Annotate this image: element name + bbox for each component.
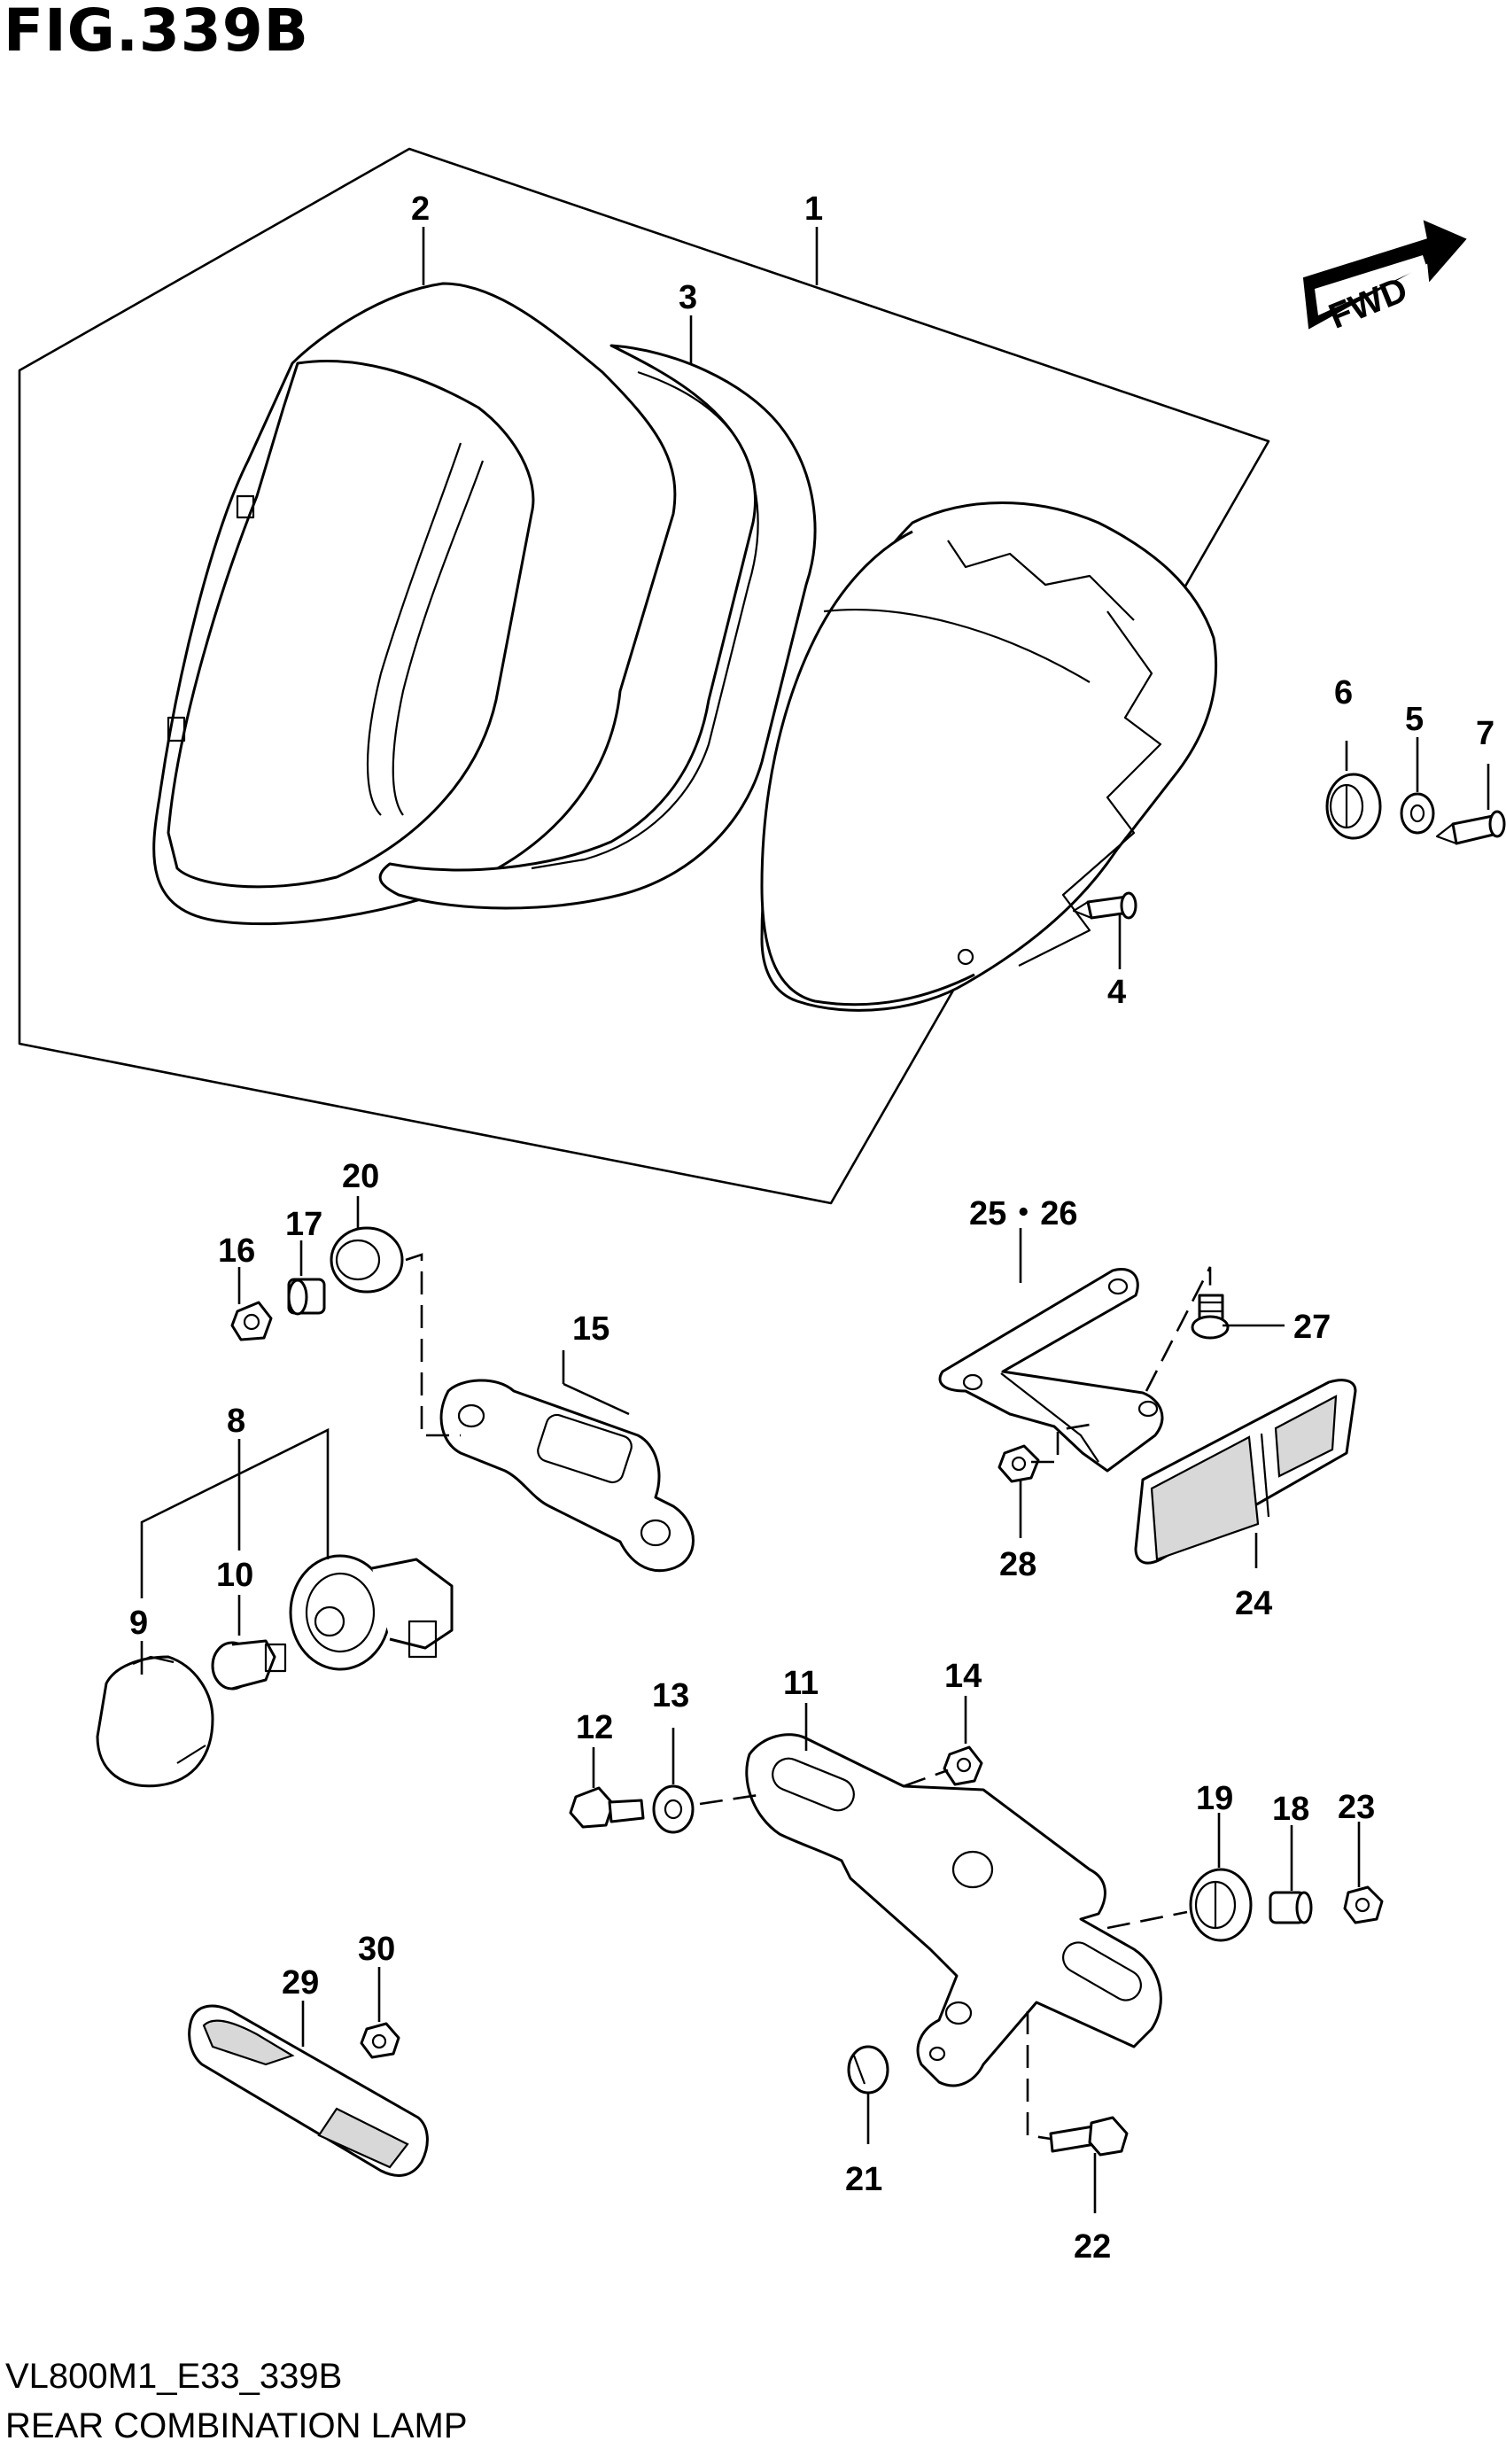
callout-6: 6 <box>1334 674 1353 711</box>
callout-17: 17 <box>285 1206 322 1243</box>
drawing-code: VL800M1_E33_339B <box>5 2357 343 2396</box>
part-12-bolt <box>569 1786 645 1829</box>
part-20-grommet <box>330 1226 404 1294</box>
part-9-lens <box>96 1655 214 1788</box>
part-25-26-bracket <box>938 1268 1164 1473</box>
part-2-lens-bezel <box>152 282 677 926</box>
part-13-washer <box>652 1784 695 1834</box>
part-16-nut <box>230 1301 273 1341</box>
callout-7: 7 <box>1476 715 1494 752</box>
callout-24: 24 <box>1235 1585 1272 1622</box>
callout-3: 3 <box>679 279 697 316</box>
part-28-nut <box>998 1444 1040 1483</box>
callout-19: 19 <box>1196 1780 1233 1817</box>
callout-9: 9 <box>129 1605 148 1642</box>
callout-4: 4 <box>1107 974 1126 1011</box>
callout-29: 29 <box>282 1964 319 2002</box>
callout-11: 11 <box>783 1665 819 1702</box>
part-19-grommet <box>1189 1868 1253 1942</box>
part-10-bulb <box>211 1639 287 1691</box>
callout-25-26: 25・26 <box>969 1195 1078 1232</box>
part-15-bracket <box>439 1379 695 1573</box>
part-22-bolt <box>1049 2116 1129 2157</box>
callout-1: 1 <box>804 190 823 228</box>
callout-2: 2 <box>411 190 430 228</box>
figure-caption: REAR COMBINATION LAMP <box>5 2406 468 2445</box>
callout-18: 18 <box>1272 1791 1309 1828</box>
callout-labels: 1 2 3 4 5 6 7 8 9 10 11 12 13 14 15 16 1… <box>129 190 1494 2266</box>
part-7-screw <box>1435 810 1506 845</box>
part-4-screw <box>1072 891 1137 920</box>
part-11-license-bracket <box>745 1733 1162 2087</box>
callout-30: 30 <box>358 1931 395 1968</box>
callout-10: 10 <box>216 1557 253 1594</box>
callout-8: 8 <box>227 1403 245 1440</box>
fwd-arrow-icon: FWD <box>1302 220 1467 337</box>
part-17-collar <box>287 1278 326 1316</box>
callout-5: 5 <box>1405 701 1424 738</box>
part-18-collar <box>1269 1891 1313 1924</box>
assembly-guide-lines <box>405 1253 1212 2141</box>
part-1-lamp-housing <box>760 501 1218 1012</box>
callout-12: 12 <box>576 1709 613 1746</box>
callout-15: 15 <box>572 1310 609 1348</box>
callout-14: 14 <box>944 1658 982 1695</box>
leader-lines <box>140 227 1490 2213</box>
callout-13: 13 <box>652 1677 689 1714</box>
callout-22: 22 <box>1074 2228 1111 2266</box>
part-3-gasket <box>378 344 817 910</box>
part-23-nut <box>1343 1885 1384 1924</box>
callout-28: 28 <box>999 1546 1036 1583</box>
figure-title: FIG.339B <box>4 0 309 65</box>
part-29-reflector <box>188 2004 429 2177</box>
part-30-nut <box>360 2022 400 2059</box>
part-8-socket <box>289 1554 454 1671</box>
callout-23: 23 <box>1338 1789 1375 1826</box>
callout-20: 20 <box>342 1158 379 1195</box>
part-6-grommet <box>1325 773 1382 840</box>
callout-16: 16 <box>218 1232 255 1270</box>
part-27-screw <box>1191 1294 1230 1340</box>
callout-27: 27 <box>1293 1309 1331 1346</box>
callout-21: 21 <box>845 2161 882 2198</box>
part-14-nut <box>943 1745 983 1786</box>
part-24-reflector <box>1134 1379 1357 1565</box>
part-5-washer <box>1400 792 1435 835</box>
part-21-cap-nut <box>847 2045 889 2095</box>
